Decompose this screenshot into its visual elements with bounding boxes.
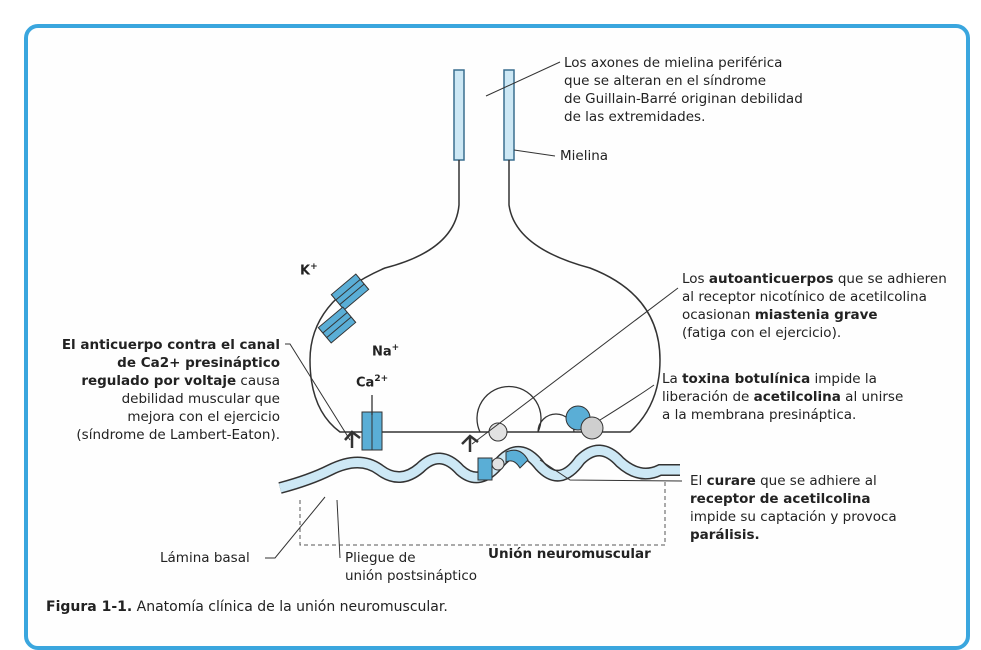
na-channel (317, 306, 357, 344)
axons-annotation: Los axones de mielina periférica que se … (564, 55, 803, 125)
antibody-ca (344, 430, 361, 448)
lambert-eaton-annotation: El anticuerpo contra el canal de Ca2+ pr… (61, 337, 280, 443)
k-channel (330, 273, 370, 311)
leader-axons (485, 61, 561, 97)
leader-lambert (285, 343, 351, 441)
figure-frame (24, 24, 970, 650)
caption-label: Figura 1-1. (46, 599, 133, 615)
figure-caption: Figura 1-1. Anatomía clínica de la unión… (46, 599, 448, 615)
leader-fold (336, 499, 341, 559)
myelin-left (453, 69, 465, 161)
leader-curare (539, 459, 683, 482)
vesicle-fusing (476, 385, 542, 433)
leader-myelin (513, 149, 556, 157)
basal-lamina-label: Lámina basal (160, 550, 250, 566)
curare-bound-receptor (505, 449, 529, 469)
botulinum-toxin (580, 416, 604, 440)
caption-text: Anatomía clínica de la unión neuromuscul… (132, 599, 448, 615)
leader-basal (265, 496, 326, 559)
myelin-annotation: Mielina (560, 148, 609, 164)
curare-annotation: El curare que se adhiere al receptor de … (690, 473, 897, 543)
ach-receptor-left (477, 457, 493, 481)
nerve-terminal-outline (309, 160, 661, 433)
leader-botulinum (599, 384, 655, 421)
ach-vesicle (488, 422, 508, 442)
acetylcholine-molecule (491, 457, 505, 471)
ion-na-label: Na+ (372, 343, 400, 360)
ion-k-label: K+ (300, 262, 318, 279)
leader-autoantibodies (471, 287, 679, 445)
antibody-receptor (461, 434, 479, 452)
muscle-region (299, 480, 666, 546)
autoantibodies-annotation: Los autoanticuerpos que se adhieren al r… (682, 271, 947, 341)
botulinum-annotation: La toxina botulínica impide la liberació… (662, 371, 904, 423)
ion-ca-label: Ca2+ (356, 374, 389, 391)
neuromuscular-junction-label: Unión neuromuscular (488, 546, 651, 562)
postsynaptic-fold-label: Pliegue de unión postsináptico (345, 550, 478, 584)
